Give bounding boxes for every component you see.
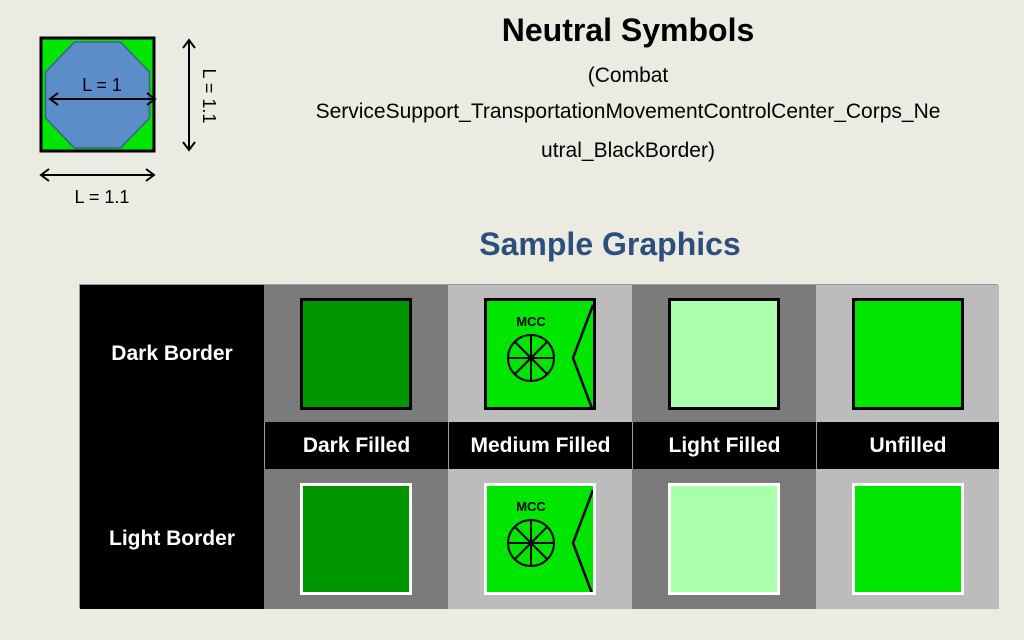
size-diagram: L = 1 L = 1.1 L = 1.1 bbox=[30, 30, 270, 220]
subtitle-line-2: ServiceSupport_TransportationMovementCon… bbox=[315, 100, 941, 123]
mcc-label: MCC bbox=[516, 314, 546, 329]
symbol-unfilled bbox=[851, 483, 964, 595]
symbol-unfilled bbox=[851, 297, 964, 410]
cell-dark-border-light-filled bbox=[632, 285, 816, 422]
cell-light-border-light-filled bbox=[632, 469, 816, 609]
cell-light-border-dark-filled bbox=[264, 469, 448, 609]
column-header-light-filled: Light Filled bbox=[632, 422, 816, 469]
column-header-unfilled: Unfilled bbox=[816, 422, 999, 469]
cell-light-border-unfilled bbox=[816, 469, 999, 609]
column-header-medium-filled: Medium Filled bbox=[448, 422, 632, 469]
symbol-medium-filled: MCC bbox=[484, 297, 596, 410]
page-subtitle: (Combat ServiceSupport_TransportationMov… bbox=[276, 58, 980, 169]
symbol-dark-filled bbox=[300, 297, 412, 410]
row-header-empty bbox=[80, 422, 264, 469]
chevron-icon bbox=[571, 489, 593, 592]
sample-graphics-table: Dark Border MCC Dark Filled Medium F bbox=[79, 284, 999, 609]
symbol-light-filled bbox=[668, 483, 780, 595]
width-label: L = 1.1 bbox=[75, 187, 130, 207]
cell-light-border-medium-filled: MCC bbox=[448, 469, 632, 609]
symbol-dark-filled bbox=[300, 483, 412, 595]
row-header-dark-border: Dark Border bbox=[80, 285, 264, 422]
subtitle-line-3: utral_BlackBorder) bbox=[541, 139, 715, 162]
column-header-dark-filled: Dark Filled bbox=[264, 422, 448, 469]
width-arrow bbox=[39, 168, 156, 182]
height-label: L = 1.1 bbox=[199, 69, 219, 124]
sample-graphics-heading: Sample Graphics bbox=[479, 226, 741, 262]
cell-dark-border-unfilled bbox=[816, 285, 999, 422]
wheel-icon bbox=[507, 519, 555, 567]
octagon-shape bbox=[44, 41, 151, 149]
mcc-label: MCC bbox=[516, 499, 546, 514]
row-header-light-border: Light Border bbox=[80, 469, 264, 609]
octagon-label: L = 1 bbox=[82, 75, 122, 95]
cell-dark-border-medium-filled: MCC bbox=[448, 285, 632, 422]
chevron-icon bbox=[571, 304, 593, 407]
wheel-icon bbox=[507, 333, 555, 382]
symbol-medium-filled: MCC bbox=[484, 483, 596, 595]
height-arrow bbox=[182, 38, 196, 152]
cell-dark-border-dark-filled bbox=[264, 285, 448, 422]
octagon-width-arrow bbox=[48, 92, 157, 106]
subtitle-line-1: (Combat bbox=[587, 64, 669, 87]
symbol-light-filled bbox=[668, 297, 780, 410]
page-title: Neutral Symbols bbox=[501, 12, 755, 48]
